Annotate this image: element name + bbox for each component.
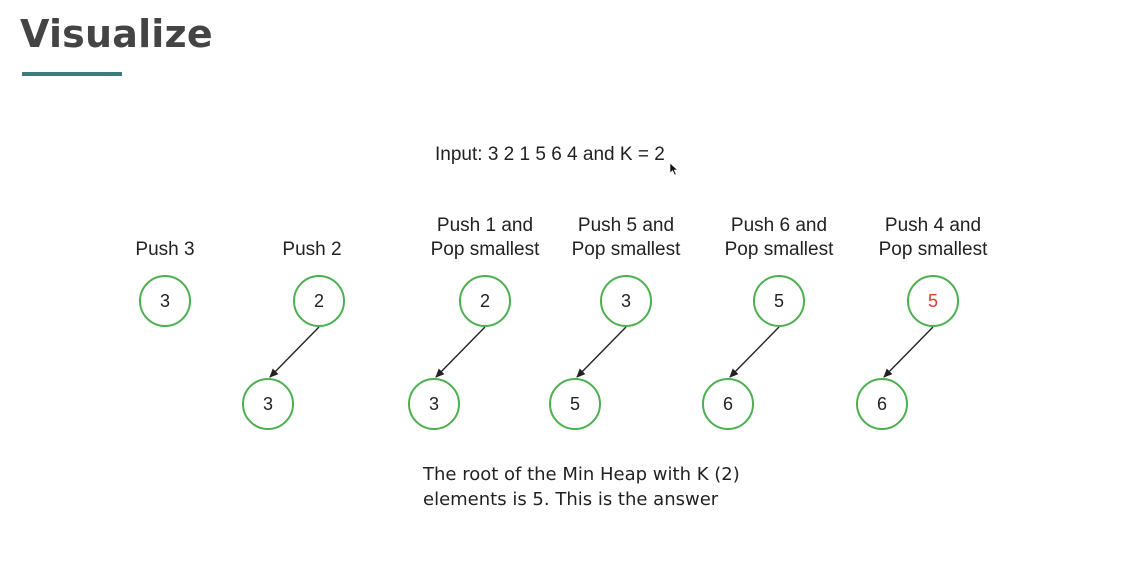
heap-node-root-label: 2 [480,291,490,311]
step-label-6: Push 4 and Pop smallest [858,214,1008,262]
heap-node-root [600,275,652,327]
step-label-4-line-2: Pop smallest [571,239,681,260]
heap-node-root [459,275,511,327]
step-label-1-line-1: Push 3 [135,239,195,260]
heap-node-child [408,378,460,430]
step-label-2-line-1: Push 2 [282,239,342,260]
heap-node-child-label: 5 [570,394,580,414]
step-label-6-line-2: Pop smallest [878,239,988,260]
step-label-6-line-1: Push 4 and [884,215,982,236]
heap-node-root-label: 5 [774,291,784,311]
heap-node-child [242,378,294,430]
heap-step-4: 3 5 [549,275,652,430]
heap-node-root-label-answer: 5 [928,291,938,311]
title-underline [22,72,122,76]
heap-edge [576,326,627,378]
heap-step-2: 2 3 [242,275,345,430]
heap-node-root [293,275,345,327]
heap-node-root-label: 2 [314,291,324,311]
heap-edge [883,326,934,378]
step-label-5-line-2: Pop smallest [724,239,834,260]
heap-node-root [753,275,805,327]
heap-node-root [907,275,959,327]
heap-node-child [702,378,754,430]
input-description: Input: 3 2 1 5 6 4 and K = 2 [435,144,665,165]
heap-step-5: 5 6 [702,275,805,430]
heap-node-child [856,378,908,430]
heap-node-child [549,378,601,430]
step-label-3-line-1: Push 1 and [436,215,534,236]
heap-step-3: 2 3 [408,275,511,430]
heap-node-child-label: 6 [877,394,887,414]
step-label-4-line-1: Push 5 and [577,215,675,236]
step-label-5: Push 6 and Pop smallest [704,214,854,262]
heap-node-child-label: 6 [723,394,733,414]
step-label-3-line-2: Pop smallest [430,239,540,260]
heap-node-child-label: 3 [429,394,439,414]
heap-node-root-label: 3 [621,291,631,311]
step-label-1: Push 3 [90,238,240,262]
heap-step-1: 3 [139,275,191,327]
heap-node-root [139,275,191,327]
heap-edge [729,326,780,378]
heap-step-6: 5 6 [856,275,959,430]
step-label-3: Push 1 and Pop smallest [410,214,560,262]
heap-node-root-label: 3 [160,291,170,311]
conclusion-line-2: elements is 5. This is the answer [423,489,719,510]
heap-node-child-label: 3 [263,394,273,414]
heap-edge [269,326,320,378]
step-label-2: Push 2 [237,238,387,262]
page-title: Visualize [20,12,213,56]
step-label-4: Push 5 and Pop smallest [551,214,701,262]
mouse-pointer-icon [669,162,679,176]
heap-edge [435,326,486,378]
conclusion-text: The root of the Min Heap with K (2) elem… [423,462,740,512]
conclusion-line-1: The root of the Min Heap with K (2) [423,464,740,485]
step-label-5-line-1: Push 6 and [730,215,828,236]
